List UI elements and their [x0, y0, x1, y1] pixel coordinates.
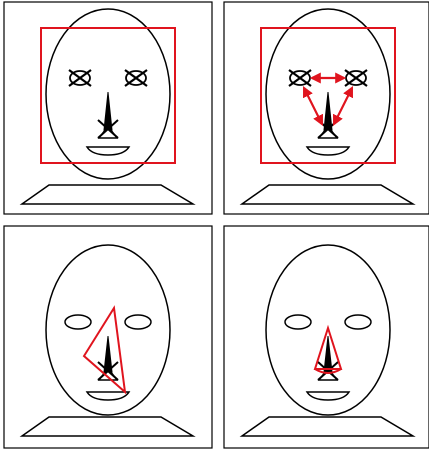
- panel-bottom-left: [4, 226, 212, 448]
- panel-bottom-right: [224, 226, 429, 448]
- panel-top-right: [224, 2, 429, 214]
- head-outline: [46, 245, 170, 415]
- panel-top-left: [4, 2, 212, 214]
